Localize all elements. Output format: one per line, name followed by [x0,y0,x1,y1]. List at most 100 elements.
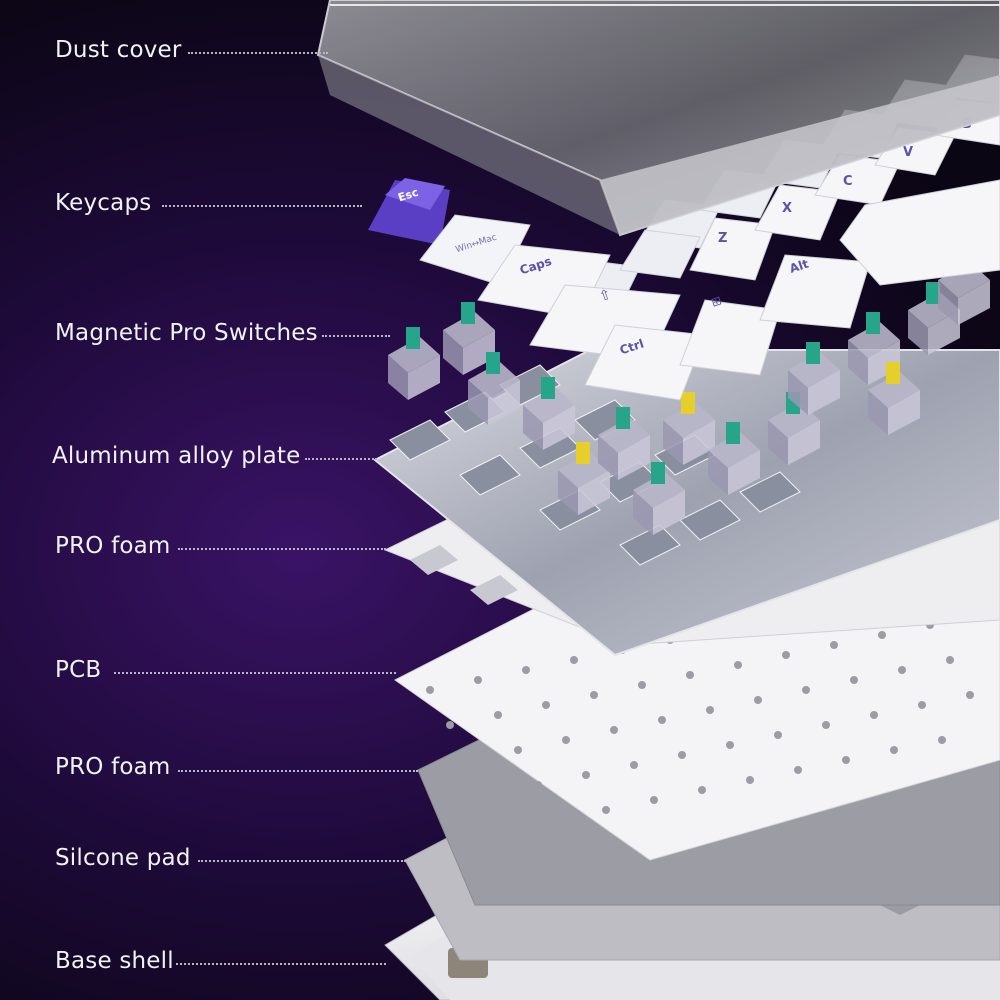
switches-layer [388,252,990,535]
magnetic-switch [708,422,760,495]
v-key-label: V [903,145,913,160]
pcb-hole [782,651,790,659]
dust-cover-layer [316,0,1000,237]
shift-arrow-icon: ⇧ [597,286,613,305]
label-magnetic-pro-switches: Magnetic Pro Switches [55,320,318,346]
switch-side [788,370,808,415]
switch-stem [886,362,900,384]
switch-side [868,390,888,435]
switch-side [663,420,683,465]
magnetic-switch [788,342,840,415]
magnetic-switch [468,352,520,425]
pcb-hole [774,731,782,739]
pcb-hole [562,736,570,744]
pcb-hole [426,686,434,694]
label-pro-foam-top: PRO foam [55,533,171,559]
switch-stem [576,442,590,464]
switch-housing [848,322,900,358]
switch-side [788,420,820,465]
pcb-hole [698,786,706,794]
switch-side [468,380,488,425]
leader-pro-foam-bottom [178,770,418,772]
switch-side [653,490,685,535]
pcb-hole [610,726,618,734]
switch-stem [616,407,630,429]
pcb-hole [570,656,578,664]
pcb-hole [890,746,898,754]
leader-pcb [114,672,396,674]
label-keycaps: Keycaps [55,190,152,216]
pcb-hole [650,796,658,804]
switch-side [708,450,728,495]
pcb-hole [850,676,858,684]
label-dust-cover: Dust cover [55,37,182,63]
switch-side [868,340,900,385]
pcb-hole [494,711,502,719]
magnetic-switch [868,362,920,435]
esc-key-label: Esc [396,186,420,205]
plate-cutout [459,454,521,496]
switch-side [633,490,653,535]
switch-stem [926,282,940,304]
pcb-hole [706,706,714,714]
alt-key-label: Alt [788,257,811,276]
pcb-hole [830,641,838,649]
switch-housing [443,312,495,348]
switch-stem [651,462,665,484]
pcb-hole [754,696,762,704]
switch-side [958,280,990,325]
ctrl-keycap: Ctrl [584,324,706,401]
pcb-hole [966,691,974,699]
pcb-hole [794,766,802,774]
pcb-hole [686,671,694,679]
switch-housing [558,452,610,488]
c-key-label: C [843,174,853,189]
plate-cutout [739,471,801,513]
switch-side [768,420,788,465]
pcb-hole [938,736,946,744]
pcb-hole [602,806,610,814]
pcb-hole [542,701,550,709]
switch-housing [523,387,575,423]
switch-side [463,330,495,375]
pcb-hole [630,761,638,769]
switch-stem [486,352,500,374]
pcb-hole [506,826,514,834]
leader-keycaps [162,205,362,207]
pcb-hole [514,746,522,754]
leader-aluminum-alloy-plate [305,458,377,460]
label-base-shell: Base shell [55,948,174,974]
magnetic-switch [558,442,610,515]
pcb-hole [638,681,646,689]
magnetic-switch [598,407,650,480]
switch-side [598,435,618,480]
pcb-hole [898,666,906,674]
plate-cutout [619,524,681,566]
pcb-hole [534,781,542,789]
pcb-hole [486,791,494,799]
switch-side [578,470,610,515]
switch-housing [598,417,650,453]
pcb-hole [678,751,686,759]
pcb-hole [554,816,562,824]
pcb-hole [590,691,598,699]
switch-housing [663,402,715,438]
pcb-hole [466,756,474,764]
alt-keycap: Alt [759,254,871,329]
label-aluminum-alloy-plate: Aluminum alloy plate [52,443,301,469]
magnetic-switch [443,302,495,375]
label-pro-foam-bottom: PRO foam [55,754,171,780]
magnetic-switch [388,327,440,400]
foam-cutout [470,575,518,605]
switch-side [618,435,650,480]
switch-stem [726,422,740,444]
magnetic-switch [663,392,715,465]
switch-stem [681,392,695,414]
leader-base-shell [176,963,386,965]
switch-side [928,310,960,355]
leader-dust-cover [188,52,328,54]
pcb-hole [658,716,666,724]
z-key-label: Z [718,231,727,246]
switch-housing [788,352,840,388]
